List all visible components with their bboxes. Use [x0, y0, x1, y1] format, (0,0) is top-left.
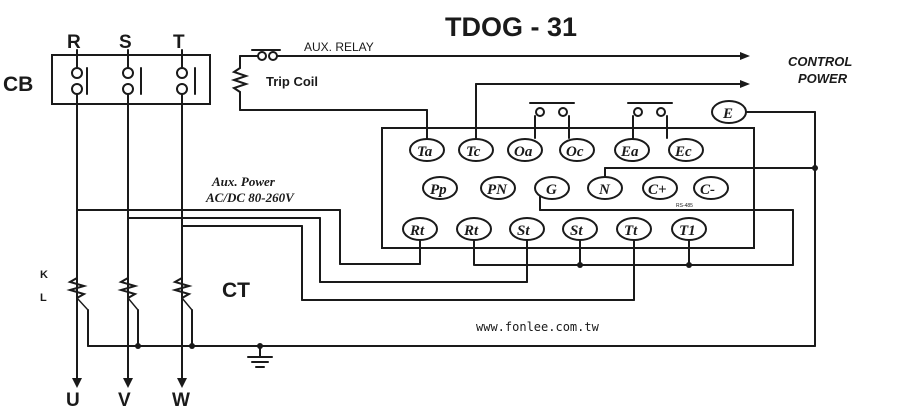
circuit-breaker-box: [51, 54, 211, 105]
ct-coil-t-icon: [171, 277, 193, 299]
terminal-pp: Pp: [430, 182, 447, 198]
terminal-tc: Tc: [466, 144, 481, 160]
aux-power-line2: AC/DC 80-260V: [205, 190, 295, 205]
terminal-t1-a: Tt: [624, 223, 638, 239]
output-u-label: U: [66, 390, 80, 411]
control-power-line2: POWER: [798, 71, 848, 86]
terminal-r1-b: Rt: [463, 223, 479, 239]
phase-t-label: T: [173, 32, 185, 53]
diagram-title: TDOG - 31: [445, 12, 577, 42]
output-w-label: W: [172, 390, 190, 411]
phase-r-label: R: [67, 32, 81, 53]
terminal-pn: PN: [487, 182, 508, 198]
circuit-breaker: [51, 54, 211, 105]
terminal-row-2: Pp PN G N C+ C- RS-485: [422, 176, 729, 209]
terminal-s1-b: St: [570, 223, 583, 239]
terminal-ec: Ec: [674, 144, 692, 160]
control-power-line1: CONTROL: [788, 54, 852, 69]
ct-wiring: [76, 209, 692, 301]
watermark-text: www.fonlee.com.tw: [476, 320, 600, 334]
terminal-t1-b: T1: [679, 223, 696, 239]
ct-coil-s-icon: [117, 277, 139, 299]
aux-relay-label: AUX. RELAY: [304, 40, 374, 54]
terminal-r1-a: Rt: [409, 223, 425, 239]
output-v-label: V: [118, 390, 131, 411]
phase-s-label: S: [119, 32, 132, 53]
ground-icon: [247, 345, 273, 368]
terminal-n: N: [598, 182, 611, 198]
trip-coil-label: Trip Coil: [266, 74, 318, 89]
ct-k-label: K: [40, 269, 48, 281]
terminal-ea: Ea: [620, 144, 639, 160]
trip-coil-icon: [230, 67, 250, 93]
terminal-oa: Oa: [514, 144, 533, 160]
terminal-c-plus: C+: [648, 182, 667, 198]
circuit-breaker-label: CB: [3, 73, 33, 96]
terminal-row-3: Rt Rt St St Tt T1: [402, 217, 707, 241]
terminal-row-1: Ta Tc Oa Oc Ea Ec: [409, 138, 704, 162]
terminal-e: E: [722, 106, 733, 122]
ct-coil-r-icon: [66, 277, 88, 299]
ct-label: CT: [222, 279, 250, 302]
ct-l-label: L: [40, 292, 47, 304]
terminal-oc: Oc: [566, 144, 584, 160]
rs485-label: RS-485: [676, 203, 693, 209]
aux-relay-contact: [251, 49, 281, 61]
aux-power-line1: Aux. Power: [211, 174, 276, 189]
terminal-s1-a: St: [517, 223, 530, 239]
terminal-c-minus: C-: [700, 182, 715, 198]
terminal-ta: Ta: [417, 144, 433, 160]
terminal-g: G: [546, 182, 557, 198]
